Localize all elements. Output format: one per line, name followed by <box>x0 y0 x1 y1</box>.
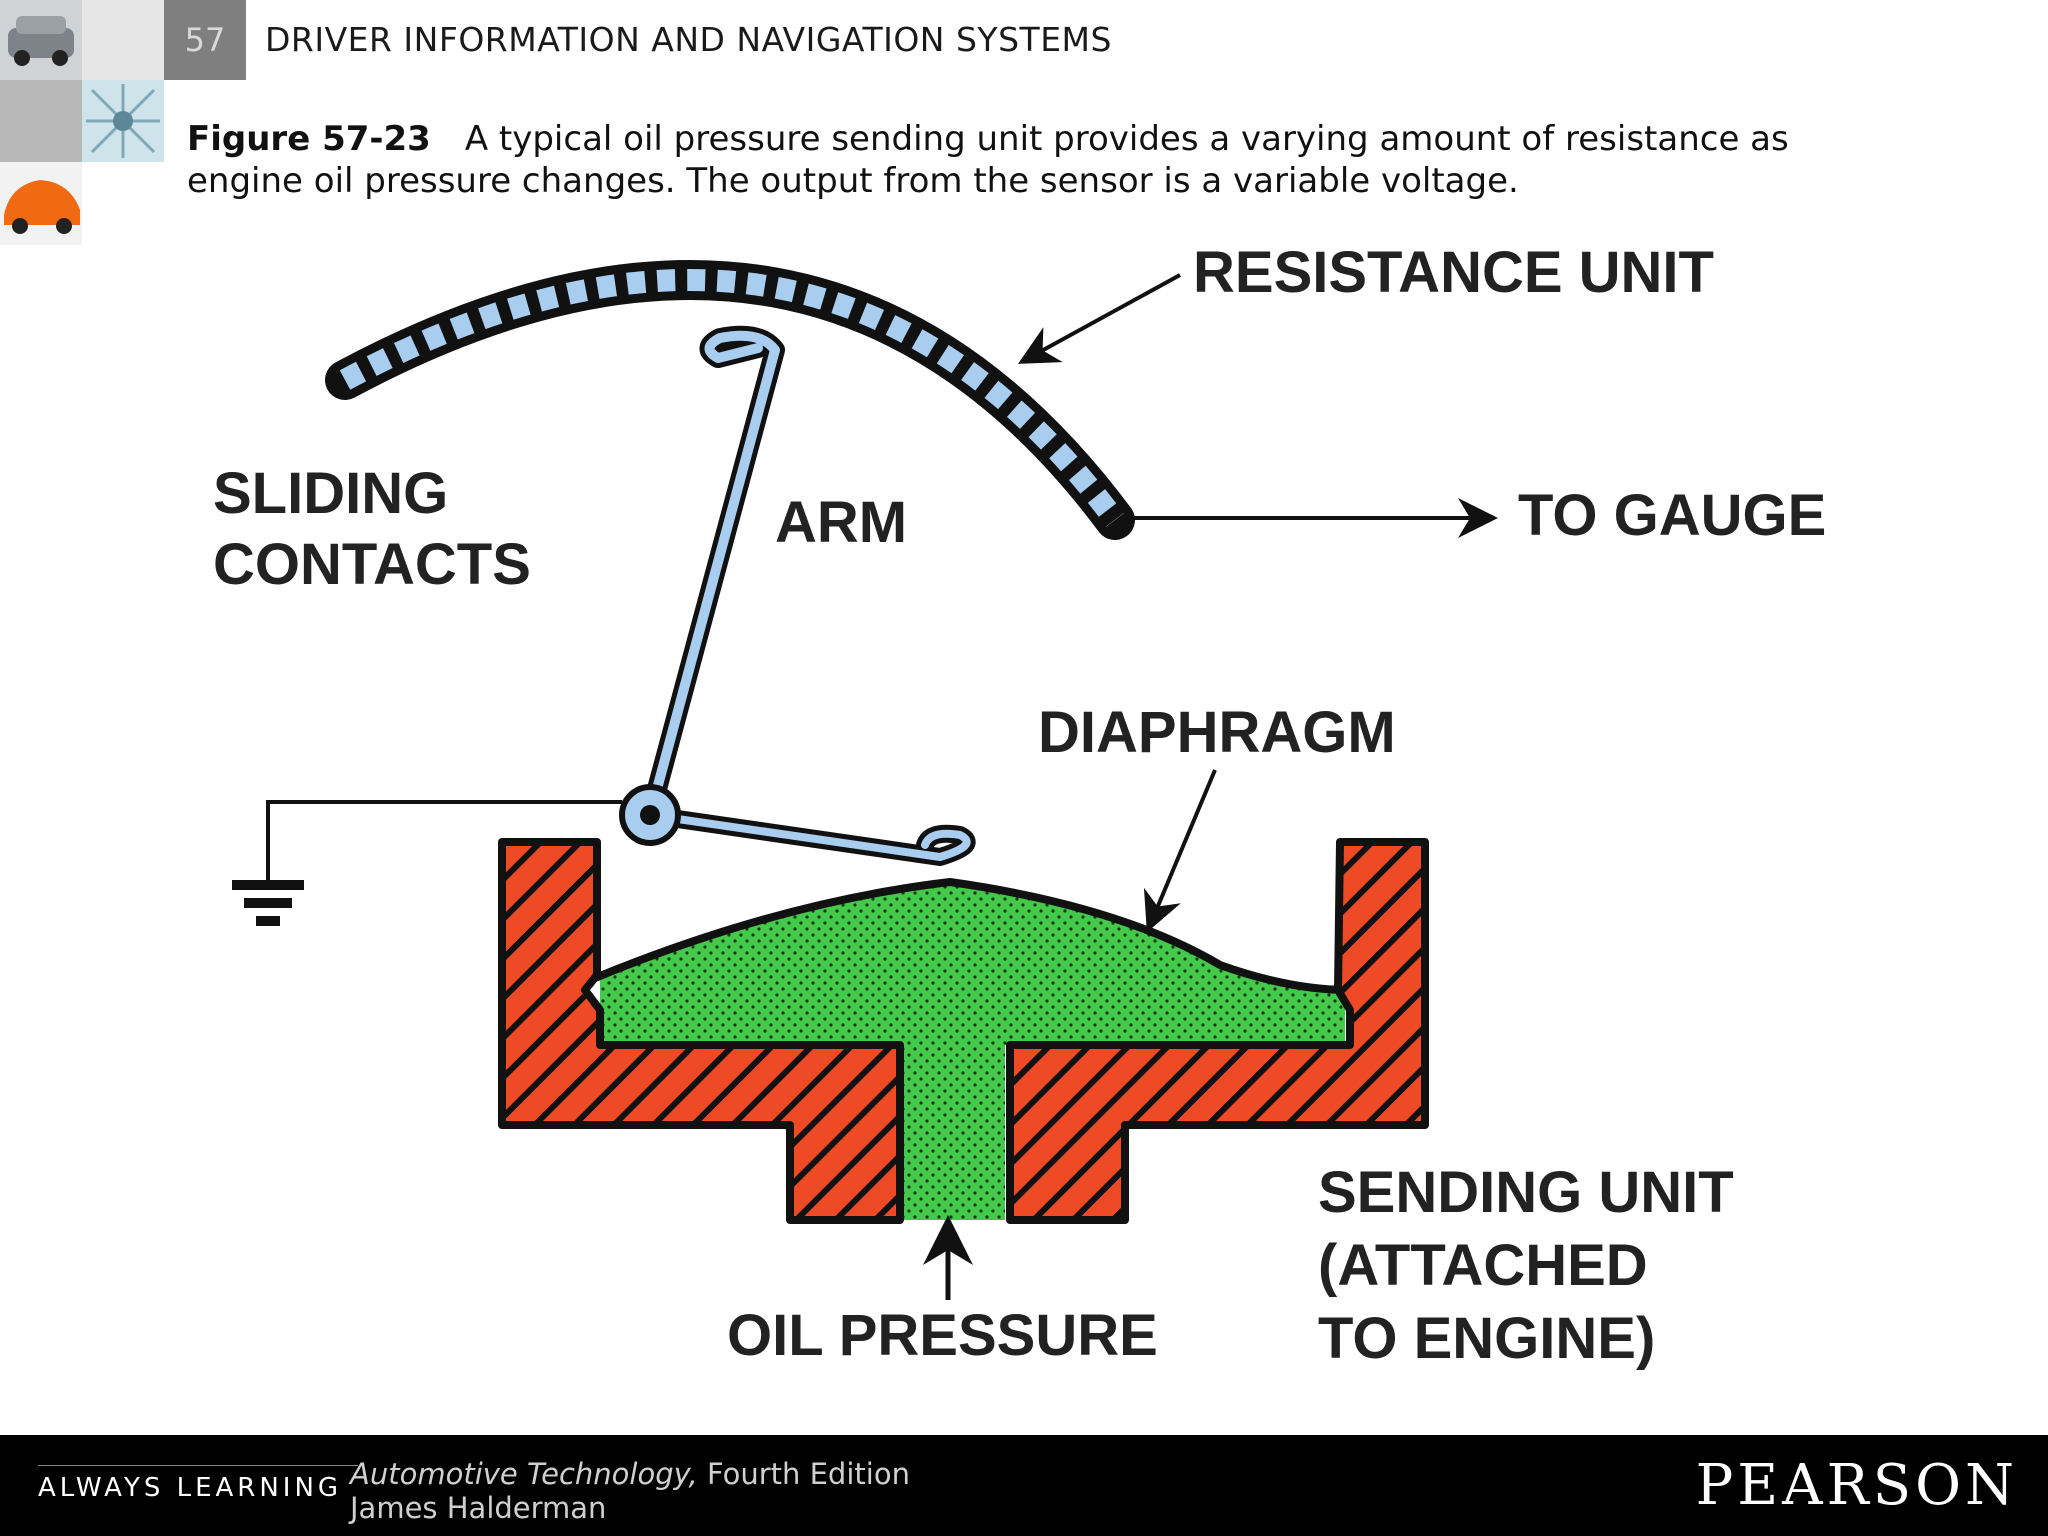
ground <box>232 800 622 926</box>
book-title: Automotive Technology, <box>350 1457 698 1491</box>
arm <box>619 325 976 866</box>
oil-pressure-sending-unit-diagram: RESISTANCE UNIT SLIDING CONTACTS ARM TO … <box>213 240 1826 1371</box>
label-contacts: CONTACTS <box>213 532 531 597</box>
footer-tagline: ALWAYS LEARNING <box>38 1473 343 1503</box>
footer: ALWAYS LEARNING Automotive Technology, F… <box>0 1435 2048 1536</box>
figure-label: Figure 57-23 <box>187 119 431 159</box>
label-arm: ARM <box>775 490 907 555</box>
label-attached: (ATTACHED <box>1318 1233 1648 1298</box>
diaphragm <box>593 877 1349 994</box>
book-author: James Halderman <box>350 1491 607 1525</box>
label-resistance-unit: RESISTANCE UNIT <box>1193 240 1714 305</box>
oil-chamber <box>600 880 1345 1220</box>
label-sliding: SLIDING <box>213 461 448 526</box>
resistance-unit <box>325 259 1135 540</box>
chapter-title: DRIVER INFORMATION AND NAVIGATION SYSTEM… <box>265 20 1112 59</box>
sending-unit-housing <box>498 838 1429 1224</box>
book-info: Automotive Technology, Fourth Edition Ja… <box>350 1457 910 1525</box>
label-to-engine: TO ENGINE) <box>1318 1306 1655 1371</box>
header-thumbnails <box>0 0 246 245</box>
caption-text: A typical oil pressure sending unit prov… <box>187 119 1789 201</box>
resistance-arrow <box>1017 273 1181 364</box>
publisher-logo: PEARSON <box>1695 1453 2018 1518</box>
footer-rule <box>38 1465 358 1466</box>
chapter-number: 57 <box>164 0 246 80</box>
label-sending-unit: SENDING UNIT <box>1318 1160 1734 1225</box>
diaphragm-arrow <box>1143 769 1217 933</box>
label-diaphragm: DIAPHRAGM <box>1038 700 1396 765</box>
label-oil-pressure: OIL PRESSURE <box>727 1303 1158 1368</box>
label-to-gauge: TO GAUGE <box>1518 483 1826 548</box>
book-edition: Fourth Edition <box>697 1457 910 1491</box>
